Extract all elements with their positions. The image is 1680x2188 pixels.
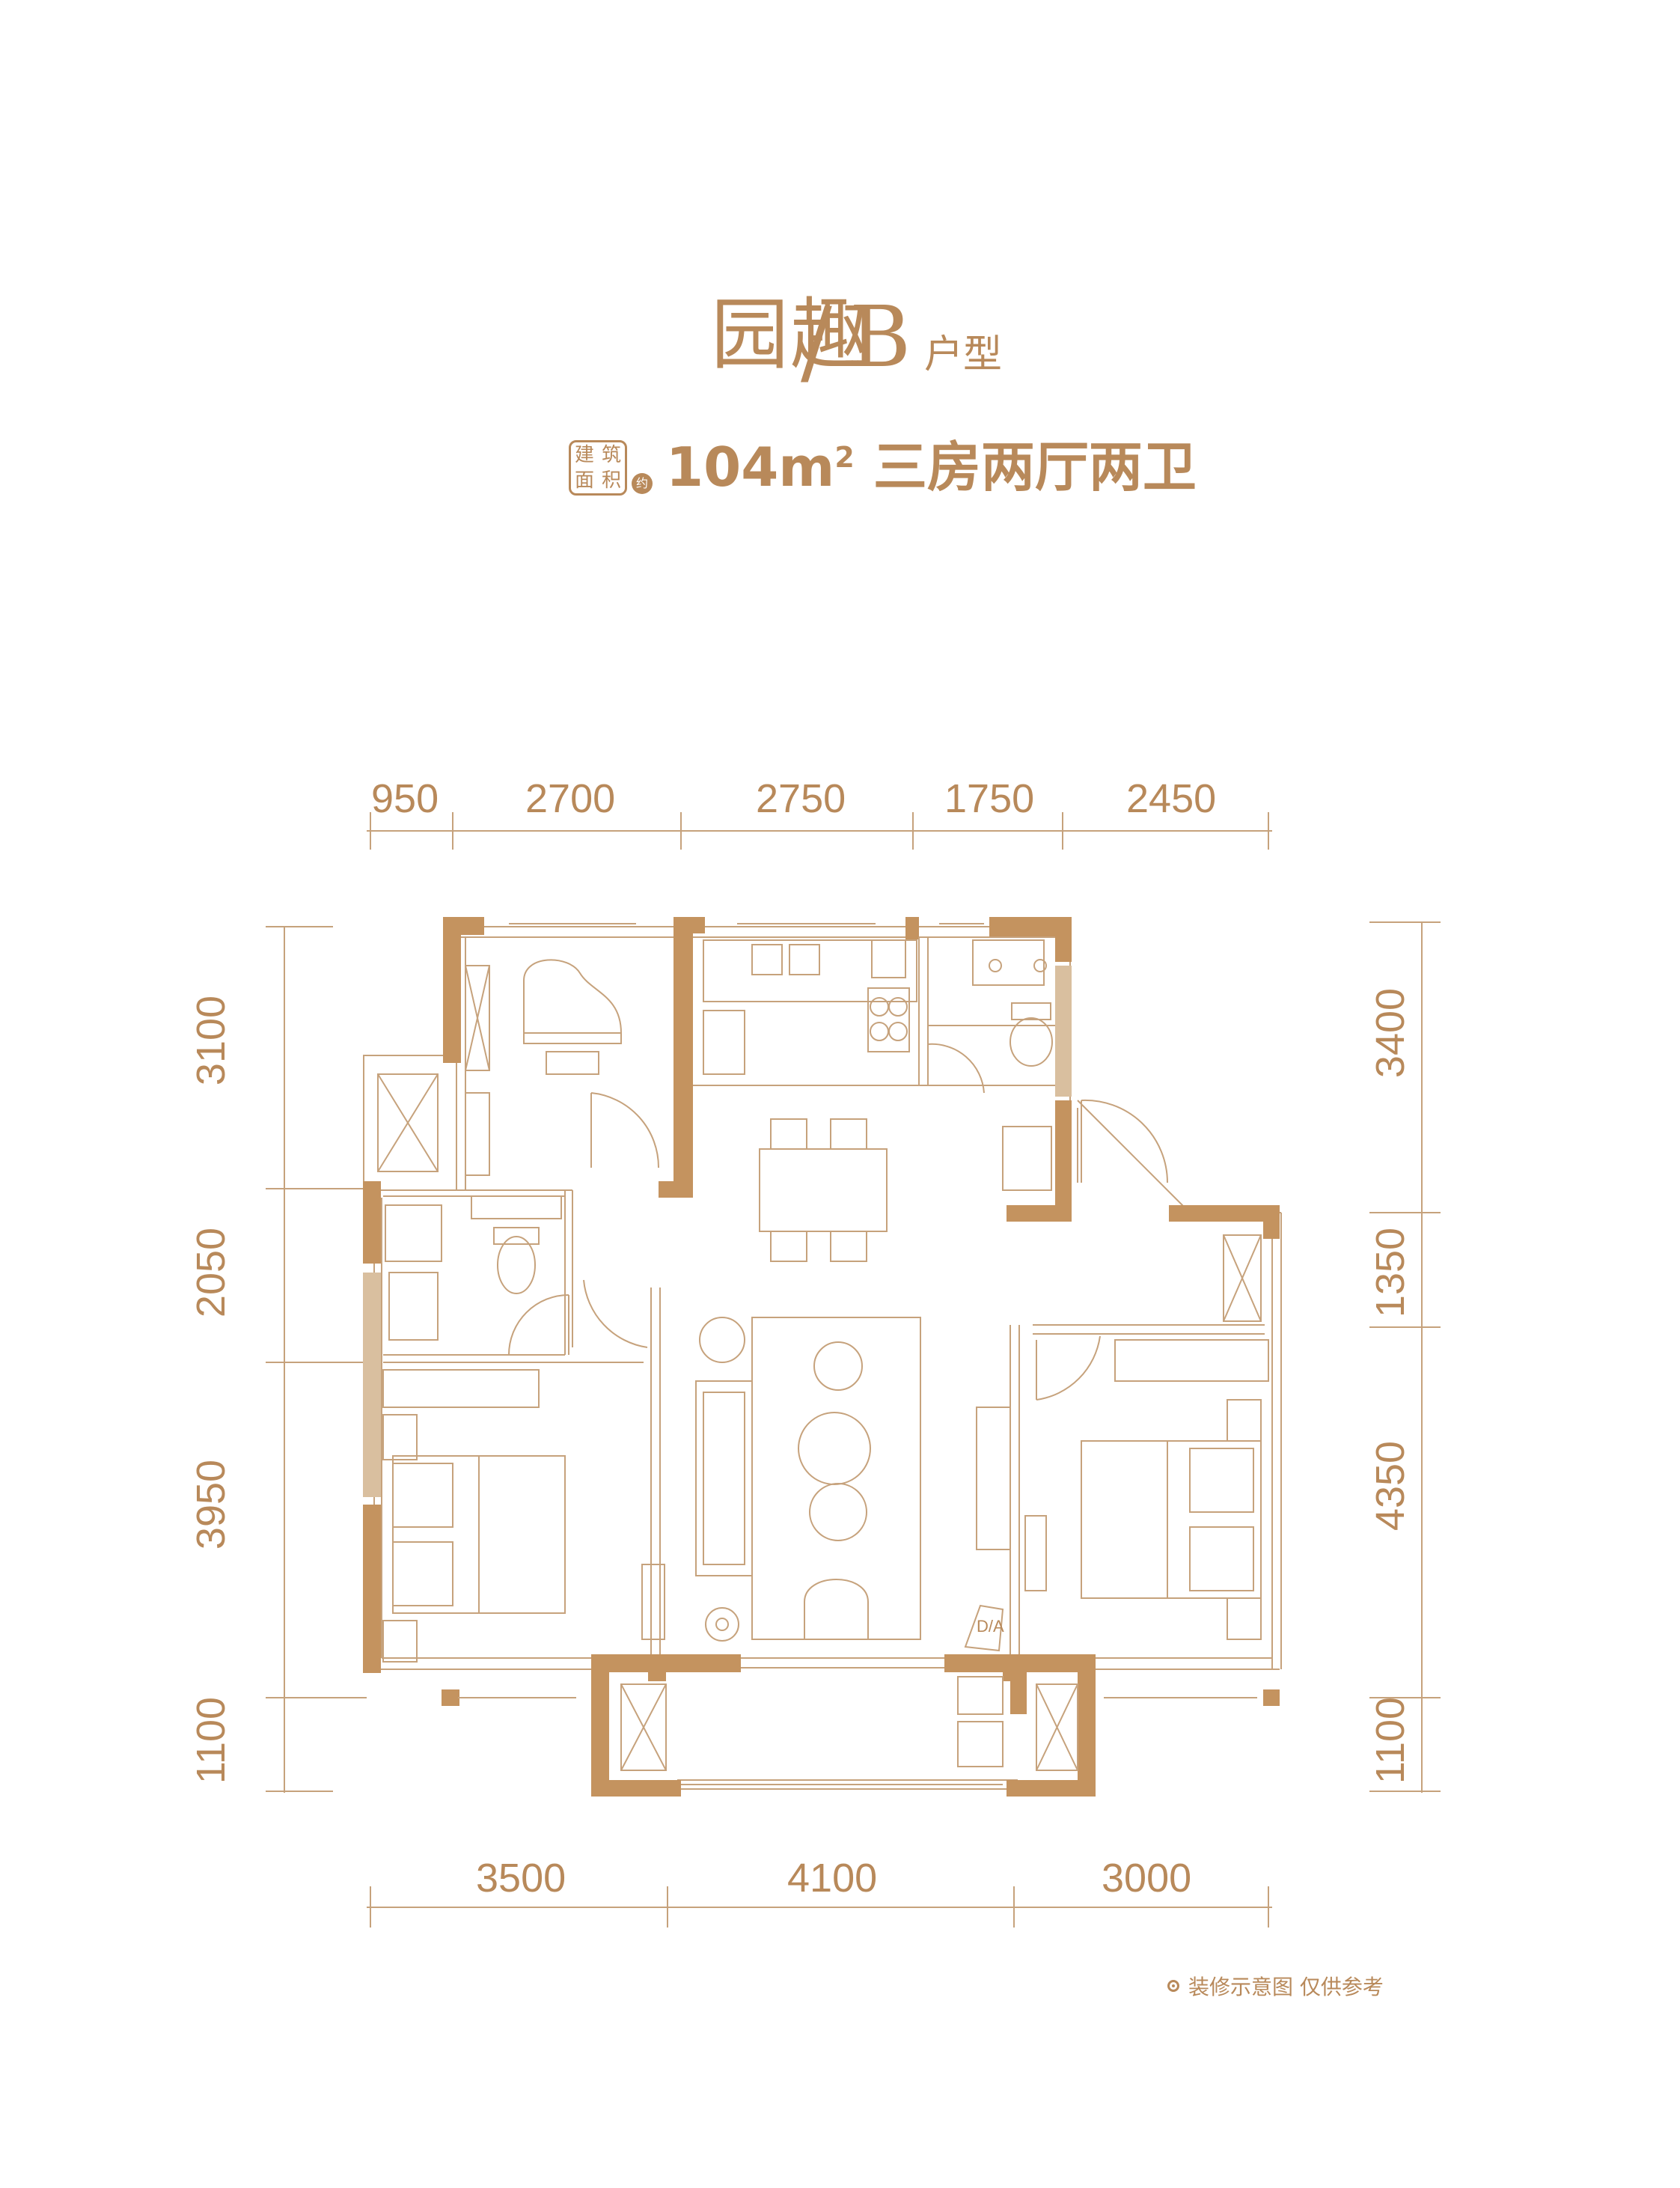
unit-summary: 104m2 三房两厅两卫 (666, 440, 1197, 494)
area-value: 104 (666, 436, 779, 499)
dim-top-4: 1750 (944, 776, 1035, 821)
area-unit: m (778, 436, 835, 499)
thin-walls (363, 926, 1282, 1790)
door-swings (508, 1043, 1169, 1401)
pale-walls (363, 966, 1072, 1497)
solid-walls (363, 917, 1280, 1797)
room-layout: 三房两厅两卫 (873, 436, 1197, 499)
interior-partitions (383, 937, 1265, 1654)
stamp-char: 建 (574, 444, 594, 466)
dimension-lines (266, 812, 1441, 1928)
area-unit-exponent: 2 (834, 441, 855, 474)
dim-top-2: 2700 (525, 776, 616, 821)
bullet-icon (1167, 1980, 1179, 1992)
unit-type-suffix: 户型 (924, 332, 1003, 377)
stamp-char: 积 (601, 469, 621, 492)
dim-bottom-1: 3500 (476, 1856, 566, 1901)
furniture (377, 939, 1269, 1771)
dim-top-5: 2450 (1126, 776, 1217, 821)
dim-top-3: 2750 (756, 776, 846, 821)
title-slash: / (801, 288, 832, 396)
ac-label: D/A (977, 1617, 1004, 1636)
approx-badge: 约 (632, 473, 653, 494)
stamp-char: 面 (574, 469, 594, 492)
building-area-stamp: 建 筑 面 积 (569, 440, 627, 496)
windows (458, 923, 1257, 1785)
stamp-char: 筑 (601, 444, 621, 466)
disclaimer: 装修示意图 仅供参考 (1167, 1971, 1384, 2001)
disclaimer-text: 装修示意图 仅供参考 (1188, 1975, 1384, 1999)
dim-top-1: 950 (371, 776, 439, 821)
plan-title: 园趣 (711, 289, 870, 380)
dim-bottom-2: 4100 (787, 1856, 878, 1901)
dim-bottom-3: 3000 (1102, 1856, 1192, 1901)
unit-type-letter: B (849, 289, 911, 386)
